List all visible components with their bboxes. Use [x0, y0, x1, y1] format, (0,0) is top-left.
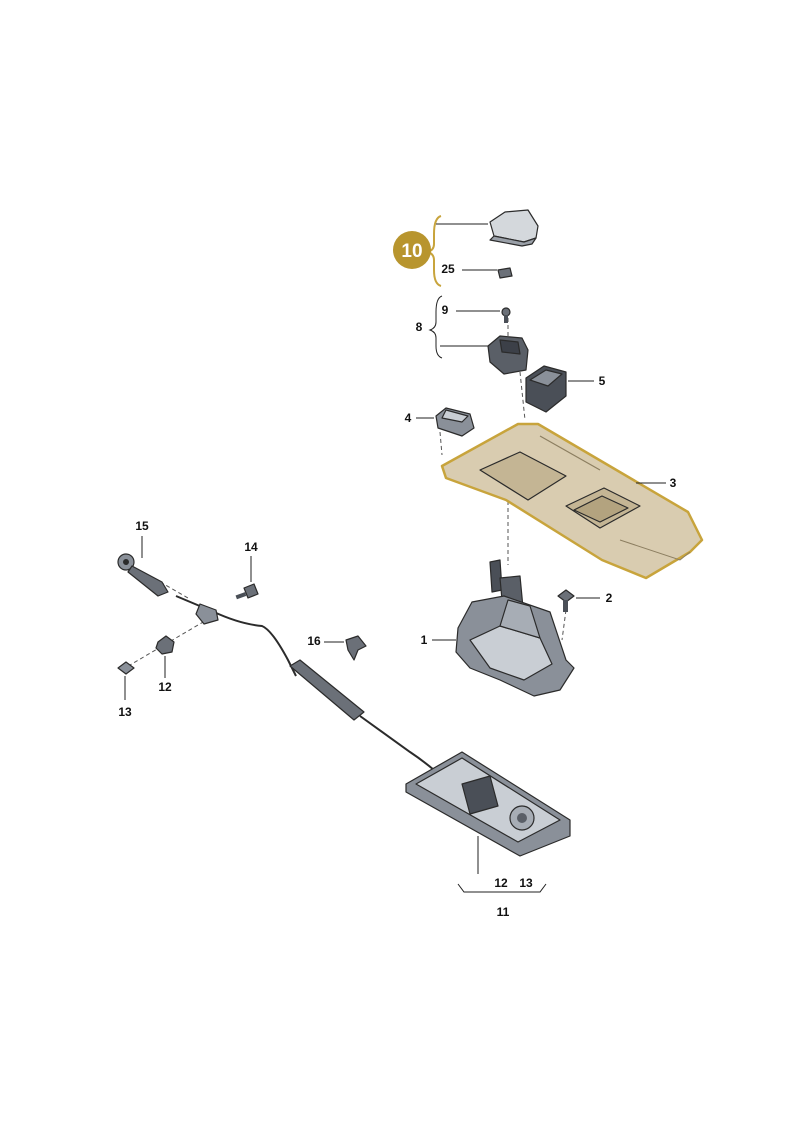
- part-shifter-mechanism-1: [432, 559, 575, 697]
- shift-cable: [175, 595, 435, 771]
- part-cable-end-15: [117, 536, 169, 597]
- label-25: 25: [441, 262, 455, 276]
- label-12-left: 12: [158, 680, 172, 694]
- label-3: 3: [670, 476, 677, 490]
- label-1: 1: [421, 633, 428, 647]
- label-13-bottom: 13: [519, 876, 533, 890]
- badge-10: 10: [393, 231, 431, 269]
- label-14: 14: [244, 540, 258, 554]
- part-console-tray-3: [440, 422, 704, 580]
- label-15: 15: [135, 519, 149, 533]
- part-clip-16: [324, 635, 367, 661]
- part-rivet-13: [117, 661, 135, 700]
- label-16: 16: [307, 634, 321, 648]
- label-5: 5: [599, 374, 606, 388]
- group-11-bracket: [457, 883, 547, 893]
- part-button-block-5: [525, 365, 594, 413]
- label-4: 4: [405, 411, 412, 425]
- label-13-left: 13: [118, 705, 132, 719]
- part-switch-module: [487, 335, 529, 375]
- part-cover-cap: [489, 209, 539, 279]
- part-bolt-2: [557, 589, 600, 612]
- label-2: 2: [606, 591, 613, 605]
- callout-labels: 25 9 8 5 4 3 15 14 2 1 16 12 13 12 13 11: [118, 262, 676, 919]
- group-10-bracket: [424, 215, 497, 287]
- part-selector-base-11: [405, 751, 571, 874]
- label-9: 9: [442, 303, 449, 317]
- part-screw-9: [501, 307, 511, 323]
- badge-label: 10: [401, 241, 422, 262]
- label-12-bottom: 12: [494, 876, 508, 890]
- label-11: 11: [497, 905, 510, 919]
- part-nut-12: [155, 635, 175, 678]
- label-8: 8: [416, 320, 423, 334]
- group-8-bracket: [428, 295, 500, 359]
- part-switch-4: [416, 407, 475, 437]
- part-screw-14: [235, 556, 259, 600]
